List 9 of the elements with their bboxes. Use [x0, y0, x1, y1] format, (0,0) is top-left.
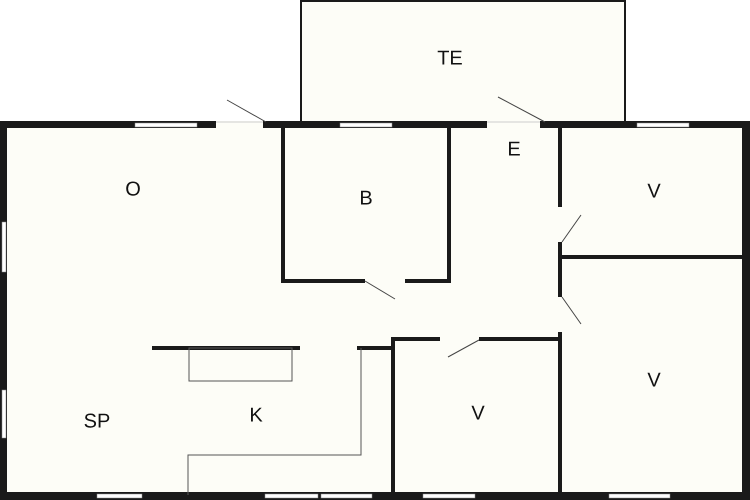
room-label: TE: [437, 48, 463, 70]
room-label: V: [647, 370, 661, 392]
room-label: O: [125, 178, 141, 202]
room-label: V: [471, 402, 485, 426]
room-label: B: [359, 188, 373, 210]
room-label: E: [507, 138, 521, 162]
room-label: K: [249, 404, 263, 428]
room-label: V: [647, 180, 661, 204]
room-label: SP: [84, 410, 110, 434]
